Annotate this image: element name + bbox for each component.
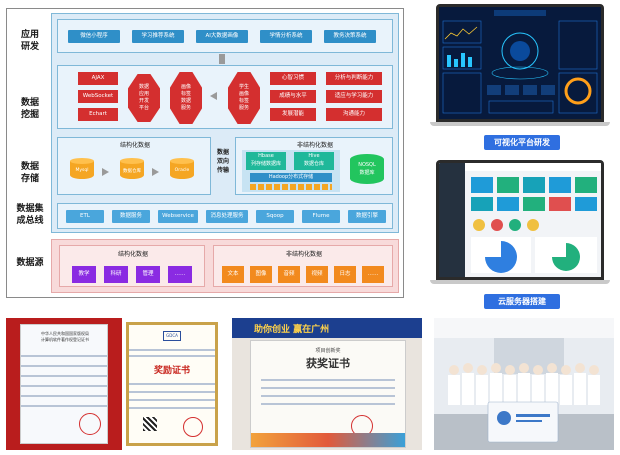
official-seal (79, 413, 101, 435)
award-paper: GDCA 奖励证书 (126, 322, 218, 446)
cert-banner-text: 助你创业 赢在广州 (254, 325, 330, 335)
app-item-0: 微信小程序 (68, 30, 120, 43)
row-label-mining: 数据 挖掘 (20, 98, 39, 120)
integration-item-5: Flume (302, 210, 340, 223)
hadoop-nodes (250, 184, 332, 190)
row-label-integration: 数据集 成总线 (16, 204, 44, 226)
laptop-cloud-server (430, 160, 610, 290)
hadoop-box: Hadoop分布式存储 (250, 173, 332, 182)
cert-banner: 助你创业 赢在广州 (232, 318, 422, 338)
laptop-visual-platform (430, 4, 610, 132)
certificate-paper: 中华人民共和国国家版权局 计算机软件著作权登记证书 (20, 324, 108, 444)
certificate-title: 中华人民共和国国家版权局 计算机软件著作权登记证书 (41, 331, 89, 342)
nosql-cylinder: NOSQL 数据库 (350, 154, 384, 184)
source-unstruct-1: 图像 (250, 266, 272, 283)
startup-cert-paper: 项目创新奖 获奖证书 (250, 340, 406, 448)
source-structured-title: 结构化数据 (117, 251, 148, 258)
mining-col2-1: 适应与学习能力 (326, 90, 382, 103)
storage-structured-title: 结构化数据 (119, 142, 150, 149)
integration-item-1: 数据服务 (112, 210, 150, 223)
photo-award-certificate: GDCA 奖励证书 (124, 318, 220, 450)
source-unstruct-4: 日志 (334, 266, 356, 283)
source-struct-1: 科研 (104, 266, 128, 283)
caption-cloud-server: 云服务器搭建 (484, 294, 560, 309)
mining-box-echart: Echart (78, 108, 118, 121)
laptop-base (430, 280, 610, 284)
source-struct-0: 教学 (72, 266, 96, 283)
mining-oct-tag-service: 画像 标签 数据 服务 (170, 72, 202, 124)
integration-item-3: 消息处理服务 (206, 210, 248, 223)
caption-visual-platform: 可视化平台研发 (484, 135, 560, 150)
arrow-up-shaft (219, 54, 225, 64)
mining-oct-platform: 数据 应用 开发 平台 (128, 74, 160, 122)
mining-box-websocket: WebSocket (78, 90, 118, 103)
app-item-3: 学情分析系统 (260, 30, 312, 43)
award-seal (183, 417, 203, 437)
cloud-admin-graphic (439, 163, 601, 277)
arrow-left (210, 92, 217, 100)
gdca-logo: GDCA (163, 331, 181, 341)
storage-unstructured: 非结构化数据 Hbase 列存储数据库 Hive 数据仓库 Hadoop分布式存… (235, 137, 393, 195)
startup-cert-title: 获奖证书 (306, 357, 350, 370)
mining-col2-0: 分析与判断能力 (326, 72, 382, 85)
mining-box-ajax: AJAX (78, 72, 118, 85)
integration-layer: ETL 数据服务 Webservice 消息处理服务 Sqoop Flume 数… (57, 203, 393, 229)
source-unstruct-3: 视频 (306, 266, 328, 283)
row-label-source: 数据源 (16, 258, 44, 268)
integration-item-4: Sqoop (256, 210, 294, 223)
row-label-app: 应用 研发 (20, 30, 39, 52)
mining-col1-0: 心智习惯 (270, 72, 316, 85)
cylinder-oracle: Oracle (170, 158, 194, 182)
team-photo-graphic (434, 318, 614, 450)
mining-oct-student-tags: 学生 画像 标签 服务 (228, 72, 260, 124)
source-unstruct-5: …… (362, 266, 384, 283)
architecture-diagram: 应用 研发 数据 挖掘 数据 存储 数据集 成总线 数据源 微信小程序 学习推荐… (6, 8, 404, 298)
source-unstruct-0: 文本 (222, 266, 244, 283)
arrow-right (152, 168, 159, 176)
startup-cert-sub: 项目创新奖 (315, 348, 341, 354)
integration-item-0: ETL (66, 210, 104, 223)
visual-dashboard-screen (436, 4, 604, 122)
source-unstructured: 非结构化数据 文本 图像 音频 视频 日志 …… (213, 245, 393, 287)
photo-startup-certificate: 助你创业 赢在广州 项目创新奖 获奖证书 (232, 318, 422, 450)
storage-bidirectional-label: 数据 双向 传输 (216, 149, 229, 174)
hbase-box: Hbase 列存储数据库 (246, 152, 286, 170)
hive-box: Hive 数据仓库 (294, 152, 334, 170)
award-title: 奖励证书 (153, 366, 190, 376)
city-skyline (251, 433, 405, 447)
app-layer: 微信小程序 学习推荐系统 AI大数据画像 学情分析系统 教务决策系统 (57, 19, 393, 53)
storage-structured: 结构化数据 Mysql 数据仓库 Oracle (57, 137, 211, 195)
photo-team (434, 318, 614, 450)
source-unstructured-title: 非结构化数据 (285, 251, 322, 258)
mining-col2-2: 沟通能力 (326, 108, 382, 121)
arrow-right (102, 168, 109, 176)
source-struct-2: 管理 (136, 266, 160, 283)
photo-copyright-certificate: 中华人民共和国国家版权局 计算机软件著作权登记证书 (6, 318, 122, 450)
row-label-storage: 数据 存储 (20, 162, 39, 184)
source-unstruct-2: 音频 (278, 266, 300, 283)
mining-col1-1: 成绩与水平 (270, 90, 316, 103)
integration-item-2: Webservice (158, 210, 198, 223)
app-item-4: 教务决策系统 (324, 30, 376, 43)
cylinder-mysql: Mysql (70, 158, 94, 182)
qr-code-icon (143, 417, 157, 431)
source-struct-3: …… (168, 266, 192, 283)
mining-layer: AJAX WebSocket Echart 数据 应用 开发 平台 画像 标签 … (57, 65, 393, 129)
cloud-admin-screen (436, 160, 604, 280)
app-item-2: AI大数据画像 (196, 30, 248, 43)
cylinder-warehouse: 数据仓库 (120, 158, 144, 182)
integration-item-6: 数据引擎 (348, 210, 386, 223)
source-structured: 结构化数据 教学 科研 管理 …… (59, 245, 205, 287)
app-item-1: 学习推荐系统 (132, 30, 184, 43)
storage-unstructured-title: 非结构化数据 (296, 142, 333, 149)
laptop-base (430, 122, 610, 126)
mining-col1-2: 发展潜能 (270, 108, 316, 121)
dashboard-graphic (439, 7, 601, 119)
